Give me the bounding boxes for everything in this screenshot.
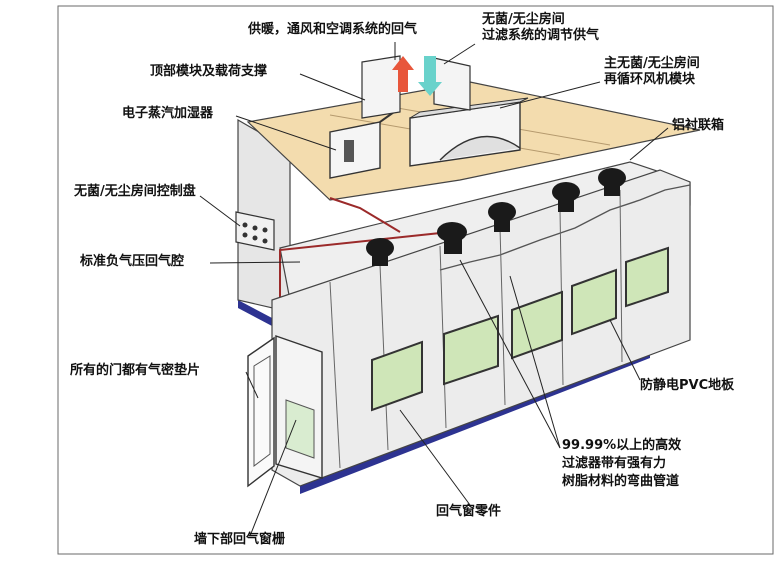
cutaway-edge	[439, 184, 691, 271]
label-sterile-supply-line2: 过滤系统的调节供气	[482, 28, 600, 43]
label-hepa-line3: 树脂材料的弯曲管道	[562, 474, 680, 489]
supply-return-arrows	[392, 56, 442, 96]
label-steam-humidifier: 电子蒸汽加湿器	[122, 106, 214, 121]
label-hepa-line2: 过滤器带有强有力	[562, 456, 667, 471]
label-aluminum-box: 铝衬联箱	[672, 118, 725, 133]
label-control-panel: 无菌/无尘房间控制盘	[74, 184, 196, 199]
label-main-recirc-line2: 再循环风机模块	[604, 72, 696, 87]
label-return-air-hvac: 供暖，通风和空调系统的回气	[248, 22, 418, 37]
ducts	[366, 168, 626, 266]
top-duct	[361, 55, 471, 119]
humidifier	[329, 111, 395, 179]
label-pvc-floor: 防静电PVC地板	[640, 378, 735, 393]
label-sterile-supply-line1: 无菌/无尘房间	[482, 12, 565, 27]
control-panel	[235, 211, 275, 251]
label-top-module: 顶部模块及载荷支撑	[150, 64, 268, 79]
label-return-window: 回气窗零件	[436, 504, 502, 519]
windows	[371, 246, 669, 412]
outer-border	[57, 5, 774, 555]
label-door-gasket: 所有的门都有气密垫片	[70, 363, 201, 378]
door	[247, 335, 323, 488]
label-main-recirc-line1: 主无菌/无尘房间	[604, 56, 700, 71]
label-wall-return-grille: 墙下部回气窗栅	[194, 532, 286, 547]
base-strip	[238, 300, 272, 326]
label-negative-plenum: 标准负气压回气腔	[80, 254, 185, 269]
label-hepa-line1: 99.99%以上的高效	[562, 438, 682, 453]
leader-lines	[199, 42, 669, 537]
